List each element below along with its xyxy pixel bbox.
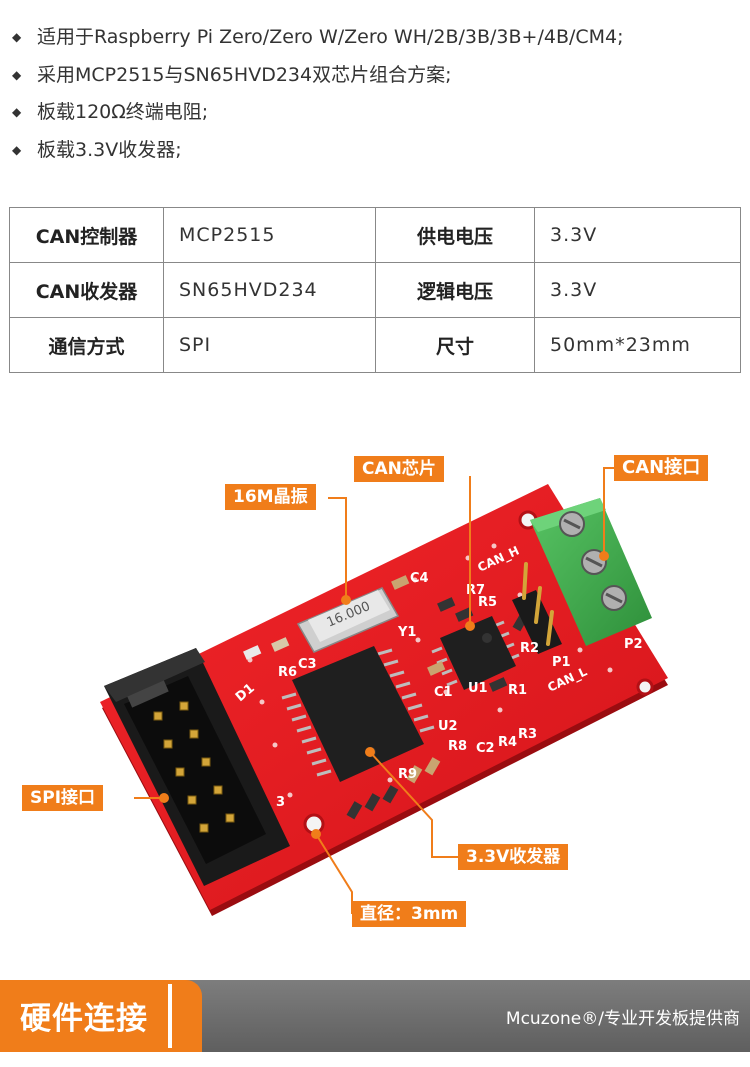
silk-p2: P2 bbox=[624, 637, 643, 652]
spec-value: 3.3V bbox=[534, 262, 741, 318]
silk-r6: R6 bbox=[278, 665, 297, 680]
silk-r2: R2 bbox=[520, 641, 539, 656]
can-controller-ic-u1 bbox=[431, 616, 520, 690]
silk-r4: R4 bbox=[498, 735, 517, 750]
brand-text: Mcuzone®/专业开发板提供商 bbox=[505, 1009, 740, 1029]
spec-value: 50mm*23mm bbox=[534, 317, 741, 373]
silk-r1: R1 bbox=[508, 683, 527, 698]
feature-item: ◆ 采用MCP2515与SN65HVD234双芯片组合方案; bbox=[10, 60, 740, 98]
pcb-vias bbox=[247, 543, 613, 798]
footer-banner: 硬件连接 Mcuzone®/专业开发板提供商 bbox=[0, 980, 750, 1052]
feature-item: ◆ 适用于Raspberry Pi Zero/Zero W/Zero WH/2B/… bbox=[10, 22, 740, 60]
feature-text: 采用MCP2515与SN65HVD234双芯片组合方案; bbox=[37, 63, 452, 86]
callout-diameter: 直径：3mm bbox=[352, 901, 467, 927]
silk-r3: R3 bbox=[518, 727, 537, 742]
spec-key: CAN收发器 bbox=[9, 262, 164, 318]
feature-text: 板载120Ω终端电阻; bbox=[37, 101, 209, 123]
feature-list: ◆ 适用于Raspberry Pi Zero/Zero W/Zero WH/2B/… bbox=[10, 22, 740, 172]
feature-text: 板载3.3V收发器; bbox=[37, 138, 182, 161]
diamond-bullet-icon: ◆ bbox=[12, 67, 22, 82]
silk-c1: C1 bbox=[434, 685, 453, 700]
feature-text: 适用于Raspberry Pi Zero/Zero W/Zero WH/2B/3… bbox=[37, 26, 624, 48]
callout-spi-port: SPI接口 bbox=[22, 785, 104, 811]
spec-value: SN65HVD234 bbox=[163, 262, 376, 318]
silk-p1: P1 bbox=[552, 655, 571, 670]
section-tab: 硬件连接 bbox=[0, 980, 202, 1052]
product-photo: 16.000 D1 R bbox=[100, 467, 668, 916]
callout-can-port: CAN接口 bbox=[614, 455, 709, 481]
spec-value: 3.3V bbox=[534, 207, 741, 263]
callout-can-chip: CAN芯片 bbox=[354, 456, 444, 482]
silk-y1: Y1 bbox=[397, 625, 416, 640]
spec-key: 逻辑电压 bbox=[375, 262, 535, 318]
silk-r8: R8 bbox=[448, 739, 467, 754]
feature-item: ◆ 板载120Ω终端电阻; bbox=[10, 97, 740, 135]
silk-u1: U1 bbox=[468, 681, 488, 696]
section-title: 硬件连接 bbox=[20, 1001, 148, 1037]
spec-table: CAN控制器 MCP2515 供电电压 3.3V CAN收发器 SN65HVD2… bbox=[9, 207, 741, 373]
table-row: CAN控制器 MCP2515 供电电压 3.3V bbox=[9, 207, 741, 263]
diamond-bullet-icon: ◆ bbox=[12, 142, 22, 157]
spi-box-header bbox=[104, 648, 290, 886]
silk-c2: C2 bbox=[476, 741, 495, 756]
silk-c3: C3 bbox=[298, 657, 317, 672]
diamond-bullet-icon: ◆ bbox=[12, 105, 22, 119]
silk-pin3: 3 bbox=[276, 795, 285, 810]
callout-crystal: 16M晶振 bbox=[225, 484, 316, 510]
mounting-hole bbox=[636, 678, 654, 696]
can-terminal-block bbox=[530, 498, 652, 646]
callout-transceiver: 3.3V收发器 bbox=[458, 844, 569, 870]
spec-value: MCP2515 bbox=[163, 207, 376, 263]
callout-anchor-dots bbox=[159, 551, 609, 839]
diamond-bullet-icon: ◆ bbox=[12, 30, 22, 44]
table-row: CAN收发器 SN65HVD234 逻辑电压 3.3V bbox=[9, 262, 741, 318]
spec-value: SPI bbox=[163, 317, 376, 373]
spec-key: CAN控制器 bbox=[9, 207, 164, 263]
pin-header-p1 bbox=[512, 562, 562, 654]
spec-key: 通信方式 bbox=[9, 317, 164, 373]
silk-r5: R5 bbox=[478, 595, 497, 610]
spec-key: 尺寸 bbox=[375, 317, 535, 373]
feature-item: ◆ 板载3.3V收发器; bbox=[10, 135, 740, 173]
silk-r9: R9 bbox=[398, 767, 417, 782]
silk-u2: U2 bbox=[438, 719, 458, 734]
table-row: 通信方式 SPI 尺寸 50mm*23mm bbox=[9, 317, 741, 373]
spec-key: 供电电压 bbox=[375, 207, 535, 263]
silk-c4: C4 bbox=[410, 571, 429, 586]
